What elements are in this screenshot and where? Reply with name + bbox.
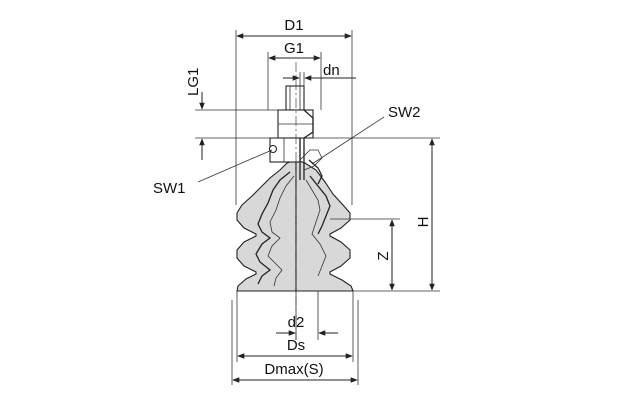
label-sw1: SW1 — [153, 180, 186, 197]
bellows-inner-left-2 — [267, 175, 295, 287]
label-dmax: Dmax(S) — [264, 361, 323, 378]
label-d2: d2 — [288, 314, 305, 331]
dimension-dn: dn — [283, 62, 356, 86]
dimension-lg1: LG1 — [185, 68, 290, 160]
inner-bore — [299, 138, 305, 180]
bellows-inner-left — [255, 171, 291, 285]
dimension-z: Z — [330, 218, 400, 291]
label-sw2: SW2 — [388, 104, 421, 121]
fitting-section-detail — [299, 149, 323, 171]
hex-nut-section — [303, 109, 314, 139]
label-d1: D1 — [284, 17, 303, 34]
dimension-g1: G1 — [267, 40, 322, 110]
bellows-inner-right — [309, 175, 331, 235]
label-lg1: LG1 — [185, 68, 202, 96]
suction-cup-body — [236, 159, 354, 292]
leader-sw1: SW1 — [153, 149, 273, 197]
pin-hole-icon — [268, 144, 278, 154]
bellows-right-half — [295, 159, 354, 292]
thread-g1 — [285, 85, 305, 111]
label-h: H — [415, 217, 432, 228]
bellows-inner-right-2 — [305, 179, 327, 277]
dimension-dmax: Dmax(S) — [231, 300, 359, 385]
label-g1: G1 — [284, 40, 304, 57]
dimension-ds: Ds — [236, 291, 354, 362]
dimension-d2: d2 — [276, 291, 338, 340]
leader-sw2: SW2 — [311, 104, 421, 165]
label-z: Z — [375, 251, 392, 260]
bellows-left-half — [236, 159, 297, 292]
label-dn: dn — [323, 62, 340, 79]
dimension-d1: D1 — [235, 17, 353, 205]
dimension-h: H — [305, 137, 440, 292]
fitting — [268, 85, 323, 180]
cup-top-detail — [308, 159, 323, 185]
label-ds: Ds — [287, 337, 305, 354]
